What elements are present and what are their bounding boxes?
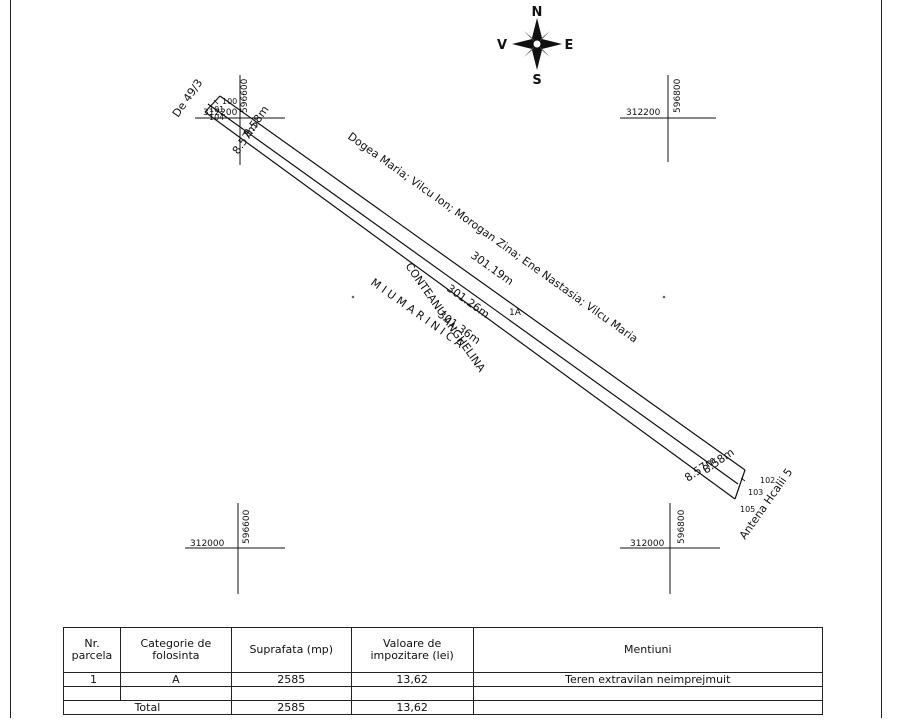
compass-rose: N S E V: [497, 5, 573, 88]
grid-y-label: 596600: [240, 78, 250, 113]
grid-y-label: 596800: [677, 509, 687, 544]
vertex-label: 100: [222, 97, 237, 106]
total-mentiuni: [472, 700, 824, 715]
grid-cross-top-left: [195, 75, 285, 165]
cell-mentiuni: [472, 686, 824, 701]
width-dimension-ticks: [213, 99, 746, 482]
grid-y-label: 596600: [242, 509, 252, 544]
header-valoare: Valoare de impozitare (lei): [350, 627, 474, 673]
neighbor-northeast: Dogea Maria; Vilcu Ion; Morogan Zina; En…: [345, 130, 640, 346]
scan-speck: [351, 295, 355, 299]
cell-categorie: A: [119, 672, 232, 687]
table-header-row: Nr. parcela Categorie de folosinta Supra…: [63, 627, 824, 673]
vertex-label: 101: [209, 105, 224, 114]
table-row: [63, 686, 824, 701]
cell-mentiuni: Teren extravilan neimprejmuit: [472, 672, 824, 687]
grid-x-label: 312200: [626, 108, 661, 118]
vertex-label: 103: [748, 488, 763, 497]
vertex-label: 104: [209, 113, 224, 122]
grid-cross-top-right: [620, 75, 716, 162]
compass-east-label: E: [565, 38, 574, 53]
total-label: Total: [63, 700, 232, 715]
header-categorie: Categorie de folosinta: [119, 627, 232, 673]
header-mentiuni: Mentiuni: [472, 627, 824, 673]
parcel-boundary: [204, 95, 746, 500]
cell-valoare: 13,62: [350, 672, 474, 687]
compass-south-label: S: [532, 73, 541, 88]
cell-nr: [63, 686, 121, 701]
compass-north-label: N: [532, 5, 543, 20]
grid-y-label: 596800: [673, 78, 683, 113]
cell-valoare: [350, 686, 474, 701]
header-suprafata: Suprafata (mp): [230, 627, 352, 673]
cell-suprafata: [230, 686, 352, 701]
table-row: 1 A 2585 13,62 Teren extravilan neimprej…: [63, 672, 824, 687]
parcel-plan: N S E V 312200 596600 312200 596800 3120…: [170, 5, 795, 594]
table-total-row: Total 2585 13,62: [63, 700, 824, 715]
vertex-label: 102: [760, 476, 775, 485]
grid-x-label: 312000: [190, 539, 225, 549]
scan-speck: [662, 295, 666, 299]
header-nr-parcela: Nr. parcela: [63, 627, 121, 673]
grid-cross-bottom-right: [620, 503, 720, 594]
grid-cross-bottom-left: [185, 503, 285, 594]
cell-suprafata: 2585: [230, 672, 352, 687]
compass-west-label: V: [497, 38, 507, 53]
grid-x-label: 312000: [630, 539, 665, 549]
total-valoare: 13,62: [350, 700, 474, 715]
total-suprafata: 2585: [230, 700, 352, 715]
cell-nr: 1: [63, 672, 121, 687]
parcel-table: Nr. parcela Categorie de folosinta Supra…: [63, 627, 824, 715]
vertex-label: 105: [740, 505, 755, 514]
cell-categorie: [119, 686, 232, 701]
neighbor-northwest: De 49/3: [170, 77, 206, 120]
parcel-id-label: 1A: [509, 308, 522, 318]
